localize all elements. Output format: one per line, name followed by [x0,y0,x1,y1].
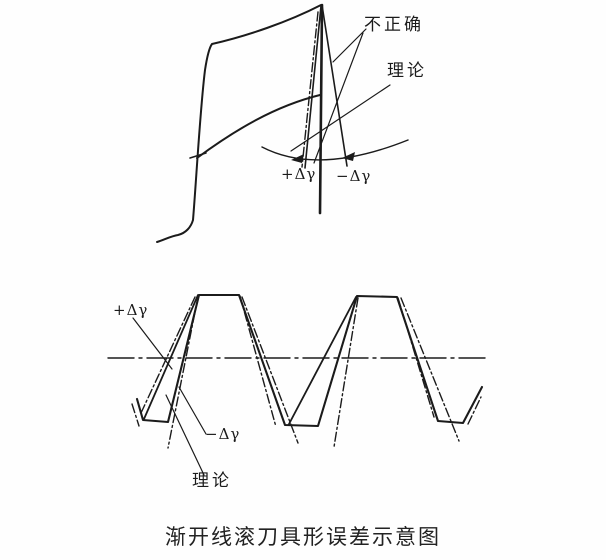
theory-label-bottom: 理论 [192,471,232,490]
error-flank-dashdot [400,297,460,442]
error-flank-dashdot [241,296,299,444]
angle-arc [261,139,409,161]
bottom-diagram [107,293,488,476]
error-flank-dashdot [239,295,277,428]
edge-tick [189,152,207,159]
plus-dgamma-leader [132,317,173,370]
incorrect-rake-left [304,5,322,169]
error-flank-dashdot [467,396,482,425]
rotated-flanks-dashdot [131,295,482,449]
hob-tooth-face-curve [196,94,321,159]
minus-delta-gamma-label-top: −Δγ [336,167,372,185]
error-flank-dashdot [397,297,435,418]
theory-leader-bottom [165,394,205,476]
error-flank-dashdot [167,296,199,449]
incorrect-leader-1 [332,28,367,63]
theory-leader-top [290,84,391,152]
minus-dgamma-leader [178,386,207,435]
theoretical-dashdot-line [301,11,319,168]
error-flank-dashdot [131,403,140,427]
plus-delta-gamma-label-top: +Δγ [281,165,317,183]
figure-caption: 渐开线滚刀具形误差示意图 [165,525,441,549]
incorrect-label: 不正确 [364,15,424,34]
minus-delta-gamma-label-bottom: −Δγ [205,425,241,443]
arc-arrowhead-left [291,154,304,163]
error-flank-dashdot [333,297,359,448]
arc-arrowhead-right [342,152,355,161]
plus-delta-gamma-label-bottom: +Δγ [113,301,149,319]
error-flank-dashdot [140,296,196,414]
incorrect-rake-right [321,4,348,167]
rotated-flank-solid-1 [143,294,199,420]
radial-reference-line [318,3,324,215]
rack-profile-solid [135,293,484,428]
rotated-flank-solid-2 [288,296,357,425]
top-diagram [156,3,409,243]
hob-tooth-outline [156,4,322,243]
theory-label-top: 理论 [387,61,427,80]
incorrect-leader-2 [313,32,364,164]
